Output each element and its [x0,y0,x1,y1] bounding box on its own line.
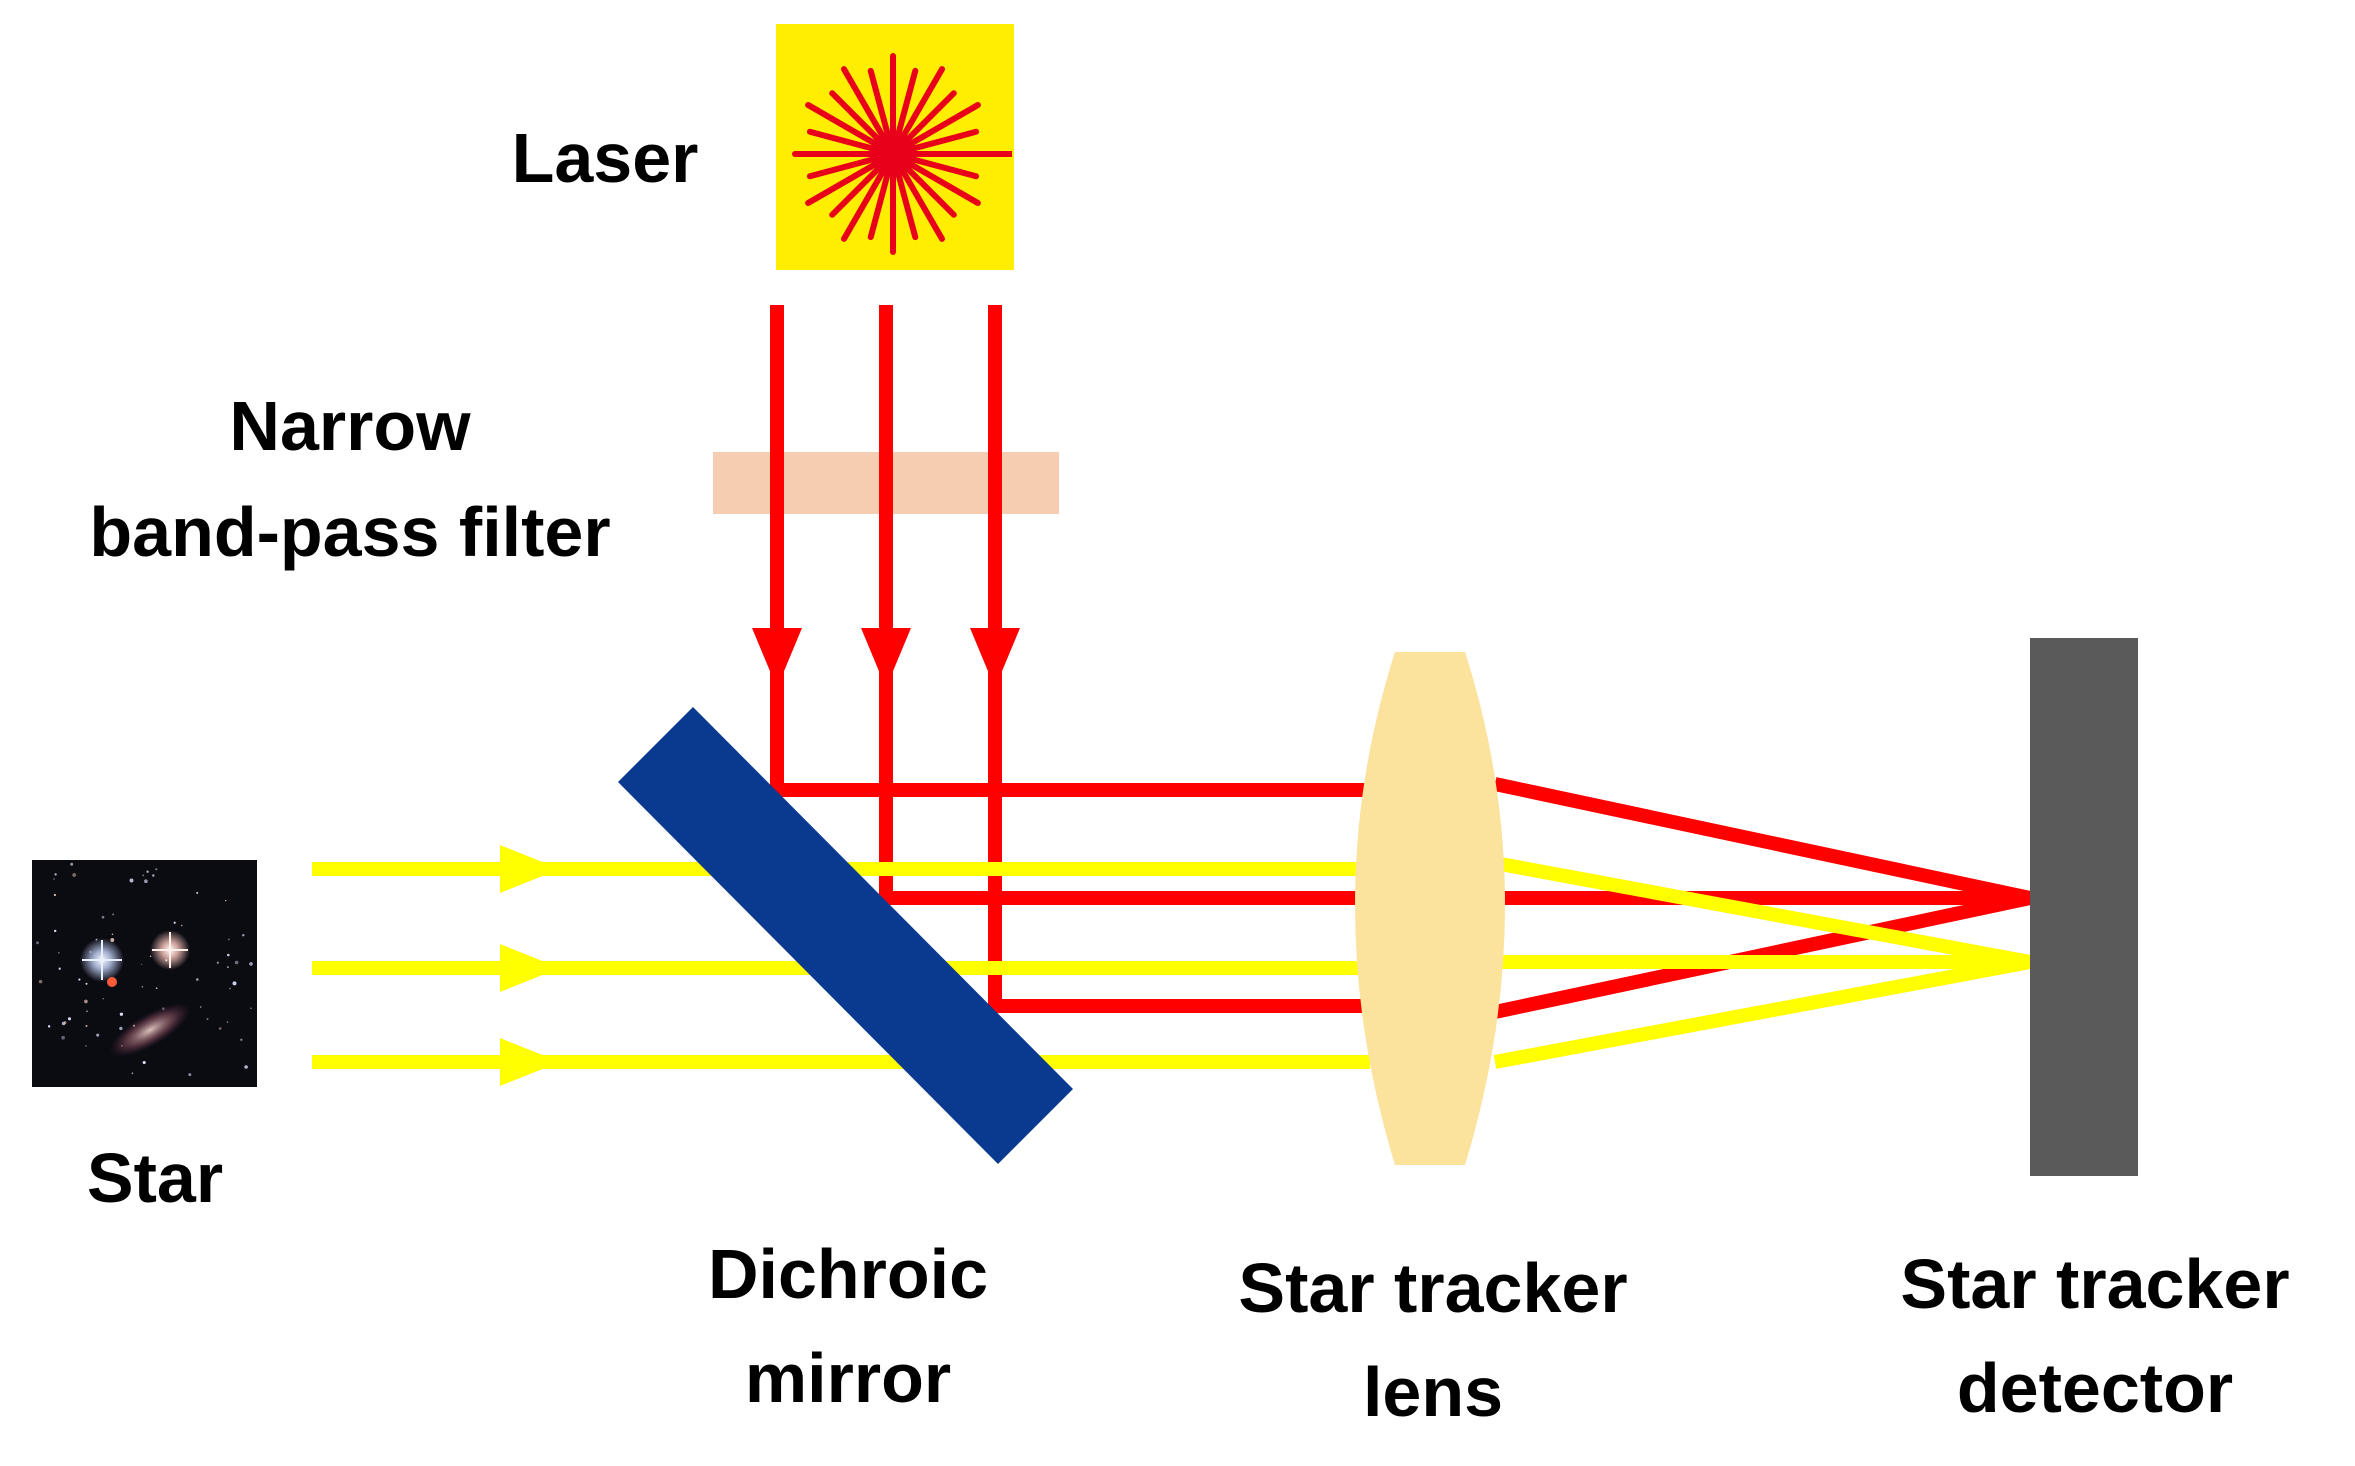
arrowhead-right-3 [500,1038,560,1086]
star-field-image [32,860,257,1087]
background-star [216,961,220,964]
background-star [142,874,145,877]
background-star [146,870,149,873]
arrowhead-right-1 [500,845,560,893]
background-star [199,1006,202,1008]
background-star [101,915,105,919]
background-star [53,878,55,880]
mirror-label-line1: Dichroic [708,1235,988,1313]
background-star [112,913,115,916]
background-star [53,929,57,933]
background-star [61,1035,65,1040]
mirror-label-line2: mirror [745,1339,951,1417]
background-star [102,998,104,1000]
laser-burst-icon [792,53,1012,255]
background-star [242,933,245,937]
background-star [70,862,74,866]
background-star [234,960,239,965]
background-star [218,1027,222,1030]
laser-arrowheads [752,628,1020,688]
background-star [53,893,57,897]
background-star [227,938,230,941]
background-star [131,1072,134,1075]
background-star [232,981,237,986]
laser-label: Laser [512,119,699,197]
lens-label-line1: Star tracker [1238,1249,1627,1327]
background-star [72,873,77,877]
background-star [155,987,158,989]
detector-label-line2: detector [1957,1349,2233,1427]
background-star [155,868,158,871]
laser-core [873,134,913,174]
background-star [129,878,134,883]
filter-label-line1: Narrow [229,387,471,465]
background-star [249,962,253,966]
background-star [141,986,144,988]
background-star [119,1026,123,1031]
background-star [54,873,57,876]
star-beam-converge-1 [1493,856,2032,969]
background-star [85,1045,87,1047]
background-star [196,891,199,894]
arrowhead-down-1 [752,628,802,688]
star-image-background [32,860,257,1087]
background-star [195,978,199,981]
background-star [47,1025,51,1028]
background-star [86,1010,88,1013]
star-arrowheads [500,845,560,1086]
background-star [57,951,60,954]
star-red [107,977,117,987]
background-star [226,1021,229,1023]
star-tracker-lens [1355,652,1505,1165]
background-star [96,1033,100,1037]
background-star [36,941,39,945]
star-beam-converge-3 [1493,955,2032,1069]
background-star [225,900,227,902]
background-star [63,1021,67,1024]
background-star [38,979,43,984]
filter-label-line2: band-pass filter [89,493,610,571]
background-star [188,1073,192,1077]
background-star [250,1007,252,1010]
background-star [67,1017,72,1021]
background-star [144,879,148,884]
background-star [58,967,61,970]
galaxy [109,1003,191,1057]
background-star [173,921,176,924]
arrowhead-right-2 [500,944,560,992]
background-star [152,874,155,877]
background-star [85,982,88,985]
background-star [206,1018,209,1020]
background-star [226,966,229,969]
arrowhead-down-3 [970,628,1020,688]
arrowhead-down-2 [861,628,911,688]
background-star [111,933,114,936]
dichroic-mirror [618,707,1073,1164]
background-star [85,1024,88,1028]
background-star [84,999,88,1004]
laser-beam-converge-1 [1493,777,2032,905]
background-star [119,1012,124,1016]
background-star [244,1065,248,1069]
background-star [78,978,81,981]
star-tracker-detector [2030,638,2138,1176]
background-star [240,1038,243,1041]
background-star [227,953,230,957]
background-star [229,987,231,990]
background-star [141,963,143,966]
detector-label-line1: Star tracker [1900,1245,2289,1323]
lens-label-line2: lens [1363,1353,1503,1431]
laser-source [776,24,1014,270]
star-label: Star [87,1139,223,1217]
background-star [142,1060,146,1065]
background-star [180,924,183,927]
